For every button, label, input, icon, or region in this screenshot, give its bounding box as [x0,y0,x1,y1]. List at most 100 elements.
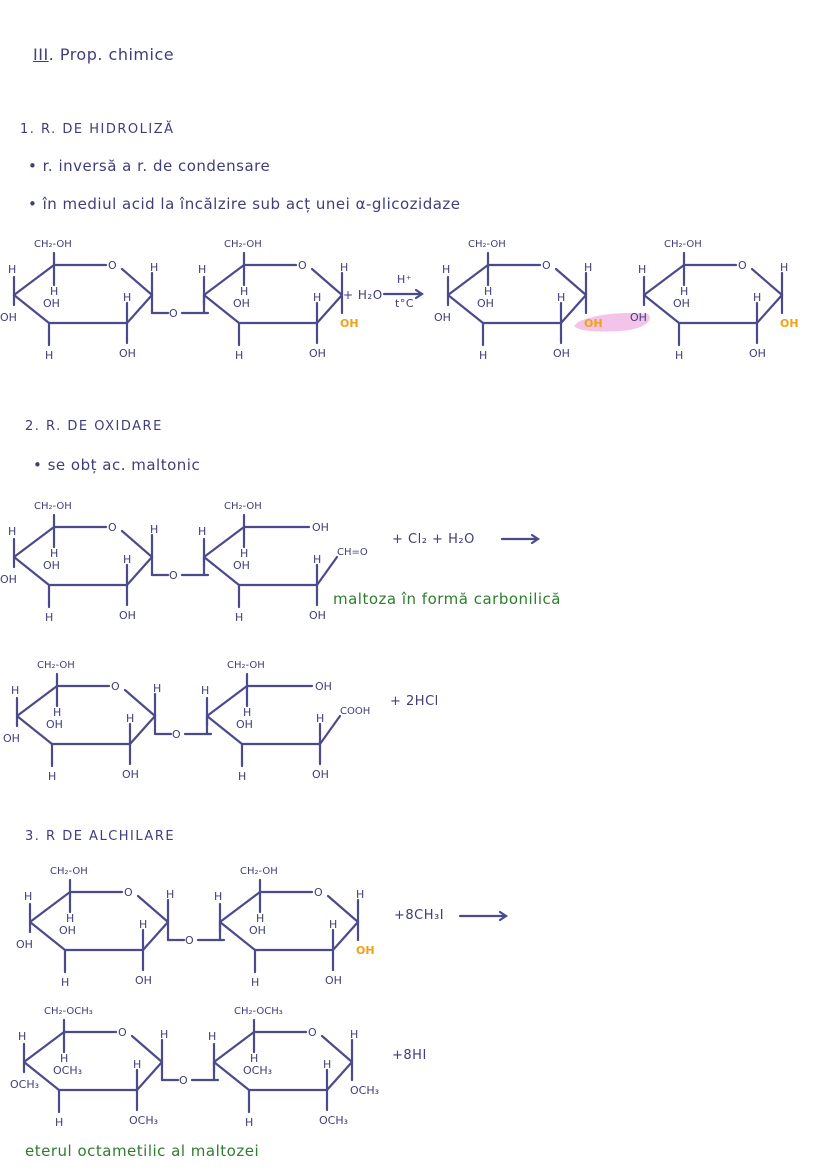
svg-text:H: H [479,349,487,362]
svg-text:O: O [169,307,178,320]
svg-text:H: H [45,611,53,624]
svg-text:OH: OH [309,609,326,622]
svg-text:O: O [314,886,323,899]
svg-text:H: H [150,261,158,274]
svg-text:H: H [126,712,134,725]
svg-text:OCH₃: OCH₃ [10,1078,39,1091]
svg-text:O: O [185,934,194,947]
svg-text:H: H [53,706,61,719]
svg-text:H: H [329,918,337,931]
svg-text:H: H [584,261,592,274]
roman-numeral: III [33,45,49,64]
oxidation-products: + 2HCl [390,694,439,709]
svg-text:CH₂-OH: CH₂-OH [224,501,262,512]
alkylation-reagents: +8CH₃I [394,908,445,923]
svg-text:H: H [780,261,788,274]
svg-text:OCH₃: OCH₃ [243,1064,272,1077]
svg-text:H: H [680,285,688,298]
hydroxyl-highlight [574,312,650,332]
svg-text:O: O [118,1026,127,1039]
svg-text:H: H [198,263,206,276]
svg-text:H: H [251,976,259,989]
acid-catalyst-label: H⁺ [397,273,413,286]
svg-text:OH: OH [46,718,63,731]
reaction-arrow-hydrolysis [382,288,424,300]
svg-text:CH₂-OH: CH₂-OH [224,239,262,250]
svg-text:OH: OH [340,317,359,330]
svg-text:O: O [172,728,181,741]
section-1-title: 1. R. DE HIDROLIZĂ [20,122,175,137]
svg-text:CH₂-OH: CH₂-OH [468,239,506,250]
carbonyl-form-note: maltoza în formă carbonilică [333,590,561,608]
svg-text:OCH₃: OCH₃ [319,1114,348,1127]
svg-text:H: H [240,547,248,560]
svg-text:O: O [124,886,133,899]
svg-text:OH: OH [0,573,17,586]
svg-text:OH: OH [249,924,266,937]
svg-text:OH: OH [325,974,342,987]
svg-text:OH: OH [630,311,647,324]
svg-text:H: H [208,1030,216,1043]
svg-text:H: H [66,912,74,925]
svg-text:H: H [160,1028,168,1041]
alkylation-products: +8HI [392,1048,427,1063]
svg-text:O: O [738,259,747,272]
svg-text:OH: OH [673,297,690,310]
svg-text:OH: OH [119,347,136,360]
oxidation-reagents: + Cl₂ + H₂O [392,532,475,547]
svg-text:H: H [123,553,131,566]
temperature-label: t°C [395,297,414,310]
svg-text:O: O [111,680,120,693]
svg-text:OH: OH [3,732,20,745]
svg-text:H: H [150,523,158,536]
svg-text:H: H [753,291,761,304]
svg-text:OH: OH [43,559,60,572]
svg-text:H: H [238,770,246,783]
svg-text:H: H [214,890,222,903]
svg-text:H: H [45,349,53,362]
octamethyl-ether-note: eterul octametilic al maltozei [25,1142,260,1160]
svg-text:H: H [557,291,565,304]
svg-text:H: H [201,684,209,697]
svg-text:H: H [8,263,16,276]
svg-text:H: H [442,263,450,276]
svg-text:OH: OH [233,297,250,310]
svg-text:H: H [340,261,348,274]
svg-text:H: H [356,888,364,901]
svg-text:H: H [245,1116,253,1129]
svg-text:H: H [240,285,248,298]
svg-text:H: H [153,682,161,695]
svg-text:CH₂-OH: CH₂-OH [34,239,72,250]
svg-text:H: H [61,976,69,989]
svg-text:OH: OH [584,317,603,330]
svg-text:OCH₃: OCH₃ [350,1084,379,1097]
svg-text:CH₂-OH: CH₂-OH [34,501,72,512]
svg-text:CH₂-OH: CH₂-OH [240,866,278,877]
svg-text:OH: OH [477,297,494,310]
svg-text:OH: OH [122,768,139,781]
svg-text:H: H [48,770,56,783]
svg-text:OH: OH [553,347,570,360]
svg-text:OH: OH [312,768,329,781]
svg-text:H: H [638,263,646,276]
svg-text:H: H [235,349,243,362]
svg-text:H: H [166,888,174,901]
svg-text:H: H [235,611,243,624]
reaction-arrow-alkylation [458,910,508,922]
svg-text:H: H [198,525,206,538]
reaction-arrow-oxidation [500,533,540,545]
section-1-bullet-2: • în mediul acid la încălzire sub acț un… [28,195,461,213]
svg-text:O: O [298,259,307,272]
svg-text:OH: OH [59,924,76,937]
svg-text:H: H [18,1030,26,1043]
svg-text:OH: OH [233,559,250,572]
svg-text:O: O [169,569,178,582]
svg-text:H: H [60,1052,68,1065]
svg-text:CH=O: CH=O [337,547,368,558]
svg-text:H: H [313,291,321,304]
svg-text:H: H [243,706,251,719]
svg-text:O: O [108,521,117,534]
water-reagent: + H₂O [343,288,383,302]
svg-text:O: O [108,259,117,272]
